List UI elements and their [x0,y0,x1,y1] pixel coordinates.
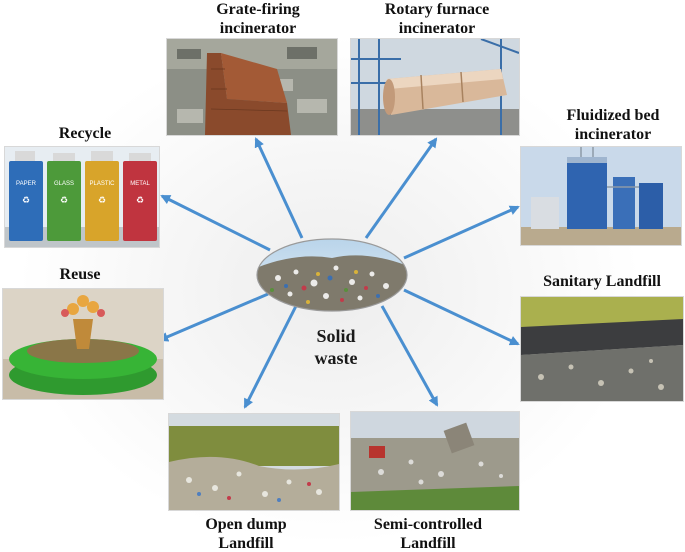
bin-glass: GLASS ♻ [47,161,81,241]
photo-sanitary-landfill [520,296,684,402]
arrow-to-open-dump [243,305,298,409]
label-recycle-line1: Recycle [58,125,112,142]
label-fluidized-bed: Fluidized bed incinerator [548,106,678,144]
photo-rotary-furnace [350,38,520,136]
arrow-to-fluidized-bed [403,205,520,260]
arrow-to-rotary-furnace [364,137,438,239]
photo-fluidized-bed [520,146,682,246]
arrow-to-reuse [158,292,269,342]
recycle-symbol-icon: ♻ [60,195,68,205]
label-grate-firing: Grate-firing incinerator [198,0,318,38]
label-rotary-furnace-line1: Rotary furnace [384,1,490,18]
label-reuse: Reuse [40,265,120,284]
label-sanitary-landfill: Sanitary Landfill [522,272,682,291]
center-label-line2: waste [314,348,358,368]
bin-metal: METAL ♻ [123,161,157,241]
bin-plastic: PLASTIC ♻ [85,161,119,241]
label-fluidized-bed-line1: Fluidized bed [566,107,660,124]
label-grate-firing-line2: incinerator [219,20,297,37]
label-semi-controlled: Semi-controlled Landfill [363,515,493,552]
solid-waste-image [256,238,408,312]
label-semi-controlled-line2: Landfill [400,535,456,552]
bin-paper: PAPER ♻ [9,161,43,241]
recycle-symbol-icon: ♻ [98,195,106,205]
photo-reuse [2,288,164,400]
photo-semi-controlled [350,411,520,511]
label-recycle: Recycle [40,124,130,143]
center-label-line1: Solid [316,326,356,346]
label-semi-controlled-line1: Semi-controlled [373,516,483,533]
label-rotary-furnace: Rotary furnace incinerator [372,0,502,38]
label-grate-firing-line1: Grate-firing [216,1,300,18]
arrow-to-semi-controlled [380,305,439,407]
arrow-to-grate-firing [254,137,304,239]
bin-paper-label: PAPER [16,181,37,187]
label-rotary-furnace-line2: incinerator [398,20,476,37]
recycle-symbol-icon: ♻ [22,195,30,205]
center-label: Solid waste [298,325,374,369]
photo-recycle: PAPER ♻ GLASS ♻ PLASTIC ♻ METAL ♻ [4,146,160,248]
arrow-to-sanitary-landfill [403,288,520,346]
label-reuse-line1: Reuse [59,266,101,283]
recycle-symbol-icon: ♻ [136,195,144,205]
label-fluidized-bed-line2: incinerator [574,126,652,143]
bin-plastic-label: PLASTIC [89,181,115,187]
label-open-dump-line1: Open dump [205,516,287,533]
arrow-to-recycle [160,194,271,252]
photo-open-dump [168,413,340,511]
bin-metal-label: METAL [130,181,150,187]
bin-glass-label: GLASS [54,181,74,187]
label-sanitary-landfill-line1: Sanitary Landfill [543,273,661,290]
photo-grate-firing [166,38,338,136]
label-open-dump-line2: Landfill [218,535,274,552]
label-open-dump: Open dump Landfill [186,515,306,552]
